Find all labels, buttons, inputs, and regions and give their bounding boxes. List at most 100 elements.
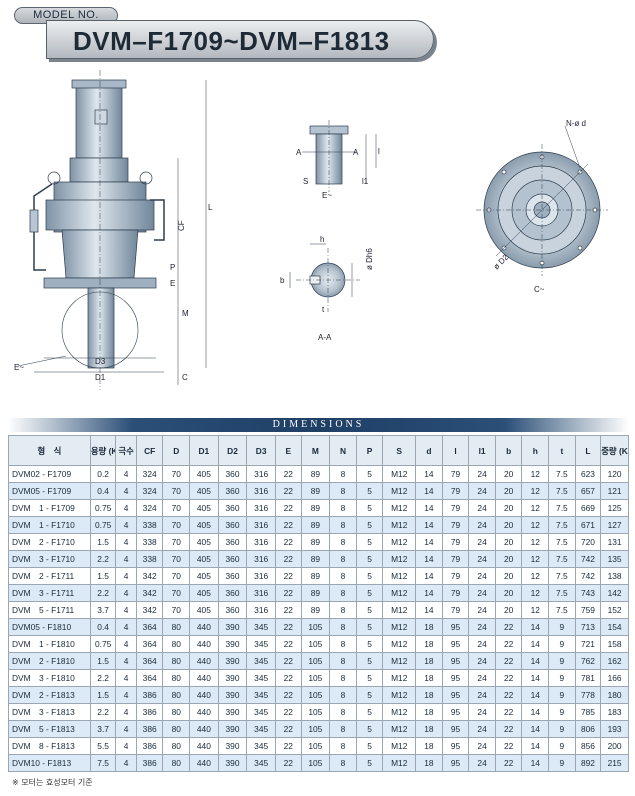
value-cell: 154	[600, 618, 629, 636]
value-cell: 440	[189, 720, 219, 738]
value-cell: 785	[574, 703, 602, 721]
value-cell: 105	[300, 737, 331, 755]
value-cell: 4	[115, 652, 137, 670]
value-cell: 316	[246, 482, 276, 500]
value-cell: 360	[217, 499, 248, 517]
value-cell: M12	[382, 601, 417, 619]
value-cell: 80	[162, 652, 191, 670]
value-cell: 127	[600, 516, 629, 534]
value-cell: 364	[135, 618, 164, 636]
value-cell: 121	[600, 482, 629, 500]
value-cell: 22	[274, 601, 302, 619]
value-cell: 22	[274, 465, 302, 483]
value-cell: 4	[115, 601, 137, 619]
value-cell: 12	[521, 601, 550, 619]
value-cell: 345	[246, 754, 276, 772]
value-cell: 89	[300, 516, 331, 534]
column-header: b	[494, 435, 523, 466]
value-cell: 324	[135, 499, 164, 517]
value-cell: 14	[415, 601, 443, 619]
label-c: C	[182, 373, 188, 382]
value-cell: 80	[162, 703, 191, 721]
value-cell: 24	[468, 754, 496, 772]
value-cell: 89	[300, 533, 331, 551]
value-cell: 24	[468, 567, 496, 585]
value-cell: 360	[217, 550, 248, 568]
value-cell: 345	[246, 669, 276, 687]
label-d3: D3	[95, 357, 106, 366]
value-cell: 70	[162, 482, 191, 500]
value-cell: M12	[382, 686, 417, 704]
value-cell: 24	[468, 652, 496, 670]
value-cell: 12	[521, 533, 550, 551]
column-header: D3	[246, 435, 276, 466]
value-cell: 95	[441, 737, 470, 755]
value-cell: 390	[217, 669, 248, 687]
value-cell: 80	[162, 618, 191, 636]
value-cell: 24	[468, 584, 496, 602]
value-cell: 22	[274, 567, 302, 585]
value-cell: 79	[441, 499, 470, 517]
value-cell: M12	[382, 720, 417, 738]
value-cell: 3.7	[89, 601, 117, 619]
model-cell: DVM 3 - F1711	[8, 584, 91, 602]
value-cell: 20	[494, 550, 523, 568]
value-cell: 440	[189, 652, 219, 670]
label-l-small: l	[378, 147, 380, 156]
model-cell: DVM 3 - F1810	[8, 669, 91, 687]
value-cell: 0.4	[89, 482, 117, 500]
value-cell: 759	[574, 601, 602, 619]
value-cell: 390	[217, 754, 248, 772]
value-cell: 24	[468, 737, 496, 755]
value-cell: M12	[382, 669, 417, 687]
value-cell: M12	[382, 635, 417, 653]
value-cell: 135	[600, 550, 629, 568]
value-cell: 24	[468, 703, 496, 721]
value-cell: 105	[300, 720, 331, 738]
value-cell: 806	[574, 720, 602, 738]
value-cell: 0.75	[89, 499, 117, 517]
value-cell: 4	[115, 703, 137, 721]
value-cell: 24	[468, 635, 496, 653]
value-cell: 364	[135, 652, 164, 670]
value-cell: 162	[600, 652, 629, 670]
value-cell: 0.75	[89, 635, 117, 653]
value-cell: 200	[600, 737, 629, 755]
value-cell: 7.5	[548, 465, 576, 483]
value-cell: 12	[521, 567, 550, 585]
value-cell: 22	[274, 618, 302, 636]
value-cell: 18	[415, 754, 443, 772]
value-cell: 1.5	[89, 652, 117, 670]
value-cell: 316	[246, 601, 276, 619]
value-cell: 4	[115, 550, 137, 568]
value-cell: 18	[415, 652, 443, 670]
value-cell: 22	[494, 618, 523, 636]
value-cell: 12	[521, 499, 550, 517]
column-header: E	[274, 435, 302, 466]
value-cell: 440	[189, 635, 219, 653]
value-cell: 386	[135, 754, 164, 772]
value-cell: 364	[135, 635, 164, 653]
value-cell: 440	[189, 754, 219, 772]
value-cell: 180	[600, 686, 629, 704]
value-cell: 22	[274, 652, 302, 670]
label-e-tilde: E~	[322, 191, 332, 200]
value-cell: 9	[548, 754, 576, 772]
value-cell: 105	[300, 618, 331, 636]
value-cell: 24	[468, 516, 496, 534]
title-banner	[46, 20, 434, 59]
value-cell: 8	[329, 584, 357, 602]
value-cell: 80	[162, 737, 191, 755]
value-cell: 5	[355, 567, 384, 585]
label-n-d: N-ø d	[566, 119, 586, 128]
value-cell: 1.5	[89, 533, 117, 551]
value-cell: 390	[217, 635, 248, 653]
value-cell: 14	[415, 499, 443, 517]
footnote: ※ 모터는 효성모터 기준	[12, 778, 93, 787]
value-cell: 405	[189, 482, 219, 500]
value-cell: 2.2	[89, 703, 117, 721]
